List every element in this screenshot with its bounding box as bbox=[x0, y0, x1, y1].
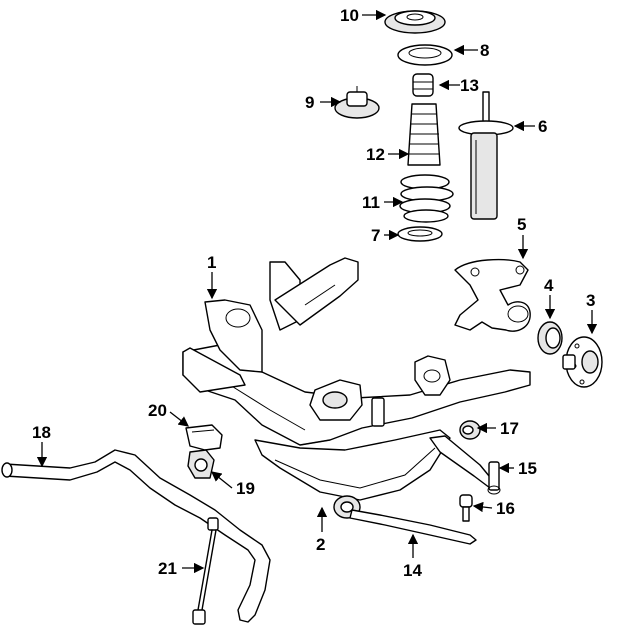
stabilizer-bar-part bbox=[1, 449, 271, 623]
steering-knuckle-part bbox=[454, 258, 531, 332]
bump-stop-part bbox=[412, 73, 434, 97]
callout-14: 14 bbox=[403, 561, 422, 580]
callout-10: 10 bbox=[340, 6, 359, 25]
callout-15: 15 bbox=[518, 459, 537, 478]
callout-11: 11 bbox=[362, 193, 380, 212]
callout-9: 9 bbox=[305, 93, 314, 112]
wheel-bearing-part bbox=[537, 321, 563, 355]
callout-13: 13 bbox=[460, 76, 479, 95]
callout-18: 18 bbox=[32, 423, 51, 442]
lower-control-arm-part bbox=[254, 429, 451, 519]
strut-mount-part bbox=[334, 86, 380, 119]
wheel-hub-part bbox=[562, 336, 603, 388]
callout-3: 3 bbox=[586, 291, 595, 310]
callout-4: 4 bbox=[544, 276, 554, 295]
lower-spring-seat-part bbox=[397, 226, 443, 242]
bushing-part bbox=[459, 420, 481, 440]
lower-ball-joint-part bbox=[459, 494, 473, 522]
callout-leaders bbox=[36, 9, 598, 574]
subframe-part bbox=[182, 257, 531, 446]
callout-12: 12 bbox=[366, 145, 385, 164]
stabilizer-bushing-part bbox=[187, 449, 215, 479]
stabilizer-bracket-part bbox=[185, 424, 223, 451]
strut-part bbox=[458, 91, 514, 220]
stabilizer-link-part bbox=[192, 517, 219, 625]
callout-16: 16 bbox=[496, 499, 515, 518]
callout-7: 7 bbox=[371, 226, 380, 245]
callout-2: 2 bbox=[316, 535, 325, 554]
callout-21: 21 bbox=[158, 559, 177, 578]
callout-19: 19 bbox=[236, 479, 255, 498]
coil-spring-part bbox=[399, 174, 454, 223]
callout-1: 1 bbox=[207, 253, 216, 272]
upper-mount-part bbox=[384, 10, 446, 34]
tension-strut-part bbox=[349, 509, 477, 545]
callout-labels: 10 8 9 13 12 11 7 6 5 4 3 1 17 15 16 14 … bbox=[32, 6, 595, 580]
dust-boot-part bbox=[407, 103, 441, 166]
ball-joint-part bbox=[429, 435, 501, 495]
callout-6: 6 bbox=[538, 117, 547, 136]
callout-8: 8 bbox=[480, 41, 489, 60]
callout-5: 5 bbox=[517, 215, 526, 234]
callout-20: 20 bbox=[148, 401, 167, 420]
callout-17: 17 bbox=[500, 419, 519, 438]
upper-spring-seat-part bbox=[397, 44, 453, 66]
